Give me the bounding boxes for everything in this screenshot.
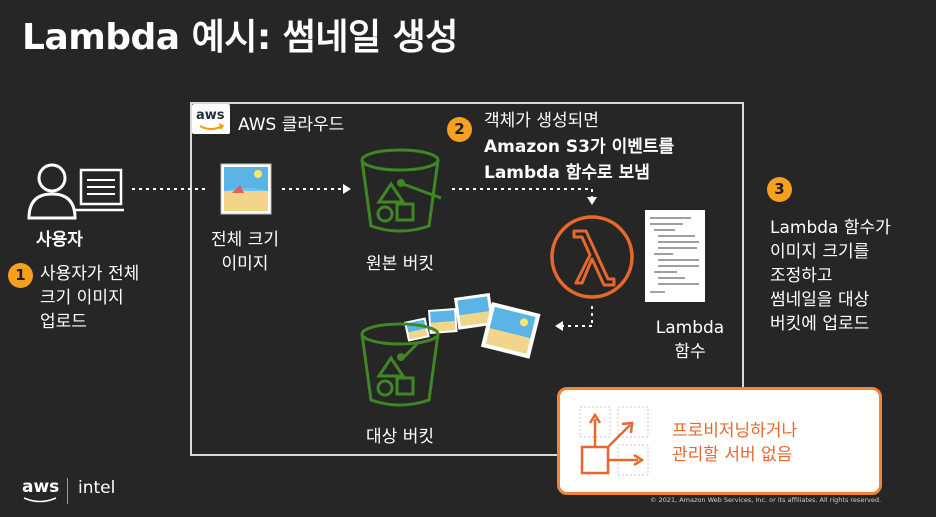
step-3-line: 썸네일을 대상 (770, 290, 870, 310)
step-2-line: Lambda 함수로 보냄 (484, 163, 650, 183)
lambda-function-label: Lambda 함수 (640, 316, 740, 364)
step-3-line: 버킷에 업로드 (770, 314, 870, 334)
aws-cloud-label: AWS 클라우드 (238, 115, 345, 135)
step-3-line: Lambda 함수가 (770, 218, 891, 238)
step-2-badge: 2 (447, 117, 472, 142)
step-3-badge: 3 (767, 177, 792, 202)
user-label: 사용자 (36, 230, 83, 250)
lambda-icon (550, 215, 634, 299)
aws-smile-icon (199, 123, 225, 130)
step-1-badge: 1 (8, 263, 33, 288)
aws-logo-smile-icon (23, 497, 57, 503)
step-3-line: 이미지 크기를 (770, 242, 870, 262)
step-1-line: 크기 이미지 (40, 288, 124, 308)
footer-separator (67, 478, 68, 504)
no-server-management-text: 프로비저닝하거나 관리할 서버 없음 (672, 419, 797, 467)
source-bucket-icon (360, 148, 442, 233)
thumbnails-icon (404, 292, 541, 359)
no-server-management-line: 프로비저닝하거나 (672, 421, 798, 441)
lambda-function-line: 함수 (674, 342, 706, 362)
step-1-text: 사용자가 전체 크기 이미지 업로드 (40, 262, 139, 334)
aws-cloud-boundary (190, 102, 744, 456)
step-1-line: 사용자가 전체 (40, 264, 140, 284)
page-title: Lambda 예시: 썸네일 생성 (22, 17, 458, 58)
copyright-notice: © 2021, Amazon Web Services, Inc. or its… (650, 496, 882, 504)
lambda-function-line: Lambda (655, 318, 725, 338)
serverless-scale-icon (579, 406, 649, 476)
step-2-line: Amazon S3가 이벤트를 (484, 137, 675, 157)
target-bucket-icon (360, 322, 440, 407)
full-image-label: 전체 크기 이미지 (200, 228, 290, 276)
step-2-text: 객체가 생성되면 Amazon S3가 이벤트를 Lambda 함수로 보냄 (484, 108, 674, 186)
code-document-icon (645, 210, 705, 302)
step-2-line: 객체가 생성되면 (484, 111, 599, 131)
step-1-line: 업로드 (40, 312, 87, 332)
step-3-text: Lambda 함수가 이미지 크기를 조정하고 썸네일을 대상 버킷에 업로드 (770, 216, 891, 336)
full-image-line: 전체 크기 (211, 230, 279, 250)
no-server-management-box (557, 387, 882, 495)
aws-badge-text: aws (196, 108, 225, 123)
target-bucket-label: 대상 버킷 (366, 427, 434, 447)
aws-cloud-badge: aws (192, 104, 230, 134)
photo-icon (220, 163, 272, 215)
no-server-management-line: 관리할 서버 없음 (672, 445, 793, 465)
step-3-line: 조정하고 (770, 266, 833, 286)
user-computer-icon (27, 163, 124, 220)
source-bucket-label: 원본 버킷 (366, 254, 434, 274)
full-image-line: 이미지 (221, 254, 269, 274)
aws-logo: aws (22, 477, 60, 497)
intel-logo: intel (78, 478, 116, 498)
